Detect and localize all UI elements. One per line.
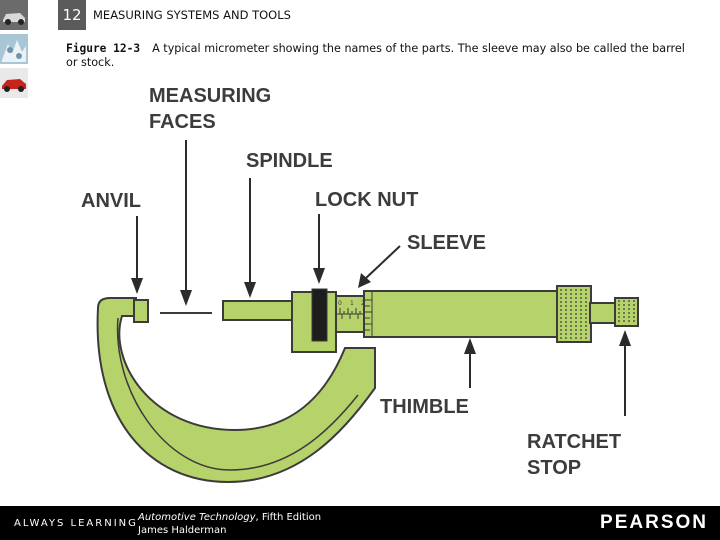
thimble bbox=[363, 290, 560, 338]
scale-number-0: 0 bbox=[338, 300, 342, 307]
label-thimble: THIMBLE bbox=[380, 396, 469, 418]
chapter-number: 12 bbox=[58, 0, 86, 30]
footer-edition: , Fifth Edition bbox=[255, 512, 322, 523]
frame-inner-groove bbox=[116, 317, 359, 471]
frame bbox=[96, 297, 376, 484]
footer-bar: ALWAYS LEARNING Automotive Technology, F… bbox=[0, 506, 720, 540]
chapter-thumbnails bbox=[0, 0, 28, 98]
label-lock-nut: LOCK NUT bbox=[315, 189, 418, 211]
publisher-logo: PEARSON bbox=[600, 512, 708, 533]
thimble-graduations bbox=[364, 291, 373, 337]
engine-thumbnail-icon bbox=[0, 34, 28, 64]
label-faces: FACES bbox=[149, 111, 216, 133]
figure-label: Figure 12-3 bbox=[66, 42, 141, 55]
chapter-title: MEASURING SYSTEMS AND TOOLS bbox=[93, 8, 291, 22]
red-car-thumbnail-icon bbox=[0, 68, 28, 98]
footer-tagline: ALWAYS LEARNING bbox=[14, 518, 138, 529]
footer-author: James Halderman bbox=[138, 525, 227, 536]
ratchet-stop bbox=[614, 297, 639, 327]
micrometer-diagram: 0 1 2 MEASURING FACES SPINDLE ANVIL LOCK… bbox=[81, 85, 639, 484]
footer-book-title: Automotive Technology bbox=[138, 512, 256, 523]
label-spindle: SPINDLE bbox=[246, 150, 333, 172]
arrow-sleeve bbox=[365, 245, 401, 279]
anvil bbox=[133, 299, 149, 323]
pointer-arrows bbox=[131, 140, 631, 416]
sleeve-graduations bbox=[336, 308, 366, 319]
car-thumbnail-icon bbox=[0, 0, 28, 30]
lock-nut bbox=[311, 288, 328, 342]
caption-text: A typical micrometer showing the names o… bbox=[66, 42, 685, 69]
label-ratchet: RATCHET bbox=[527, 431, 621, 453]
knurl-pattern bbox=[560, 289, 587, 339]
ratchet-knurl bbox=[618, 300, 635, 324]
spindle bbox=[222, 300, 296, 321]
footer-book-info: Automotive Technology, Fifth Edition Jam… bbox=[138, 511, 321, 537]
scale-number-1: 1 bbox=[350, 300, 354, 307]
label-sleeve: SLEEVE bbox=[407, 232, 486, 254]
label-stop: STOP bbox=[527, 457, 581, 479]
ratchet-shaft bbox=[589, 302, 617, 324]
label-anvil: ANVIL bbox=[81, 190, 141, 212]
label-measuring: MEASURING bbox=[149, 85, 271, 107]
thimble-knurl bbox=[556, 285, 592, 343]
